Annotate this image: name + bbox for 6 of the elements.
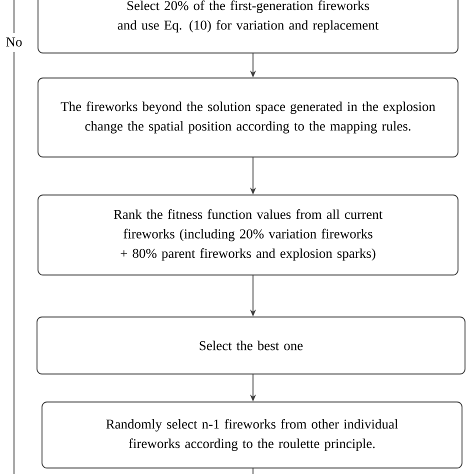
process-box: Rank the fitness function values from all current fireworks (including 20% variation fireworks + 80% parent fireworks and explosion sparks) xyxy=(38,194,458,276)
process-box: Select 20% of the first-generation fireworks and use Eq. (10) for variation and replacement xyxy=(38,0,458,54)
process-box: Randomly select n-1 fireworks from other individual fireworks according to the roulette principle. xyxy=(42,402,462,468)
process-box: Select the best one xyxy=(36,316,466,374)
process-box: The fireworks beyond the solution space generated in the explosion change the spatial position according to the mapping rules. xyxy=(38,78,458,158)
loop-label: No xyxy=(6,38,22,46)
